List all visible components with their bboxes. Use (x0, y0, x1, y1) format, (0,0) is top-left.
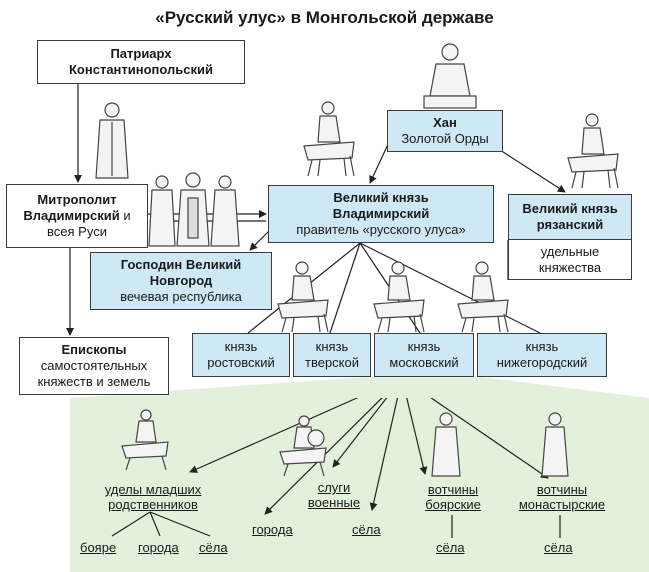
boyare-label: бояре (80, 540, 117, 555)
sela-label-4: сёла (544, 540, 573, 555)
udely-label: уделы младших родственников (104, 482, 202, 512)
grand-prince-vladimir-box: Великий князь Владимирский правитель «ру… (268, 185, 494, 243)
rider-rostov-icon (277, 261, 329, 333)
sela-label-2: сёла (352, 522, 381, 537)
metropolitan-box: Митрополит Владимирский и всея Руси (6, 184, 148, 248)
grand-prince-ryazan-box: Великий князь рязанский (508, 194, 632, 240)
rider-ryazan-icon (567, 113, 619, 189)
priest-figure-icon (95, 102, 129, 179)
khan-box: Хан Золотой Орды (387, 110, 503, 152)
votchiny-boyar-label: вотчины боярские (425, 482, 481, 512)
rider-udel-icon (121, 409, 169, 471)
diagram-title: «Русский улус» в Монгольской державе (155, 8, 494, 27)
goroda-label-2: города (252, 522, 293, 537)
bishops-box: Епископы самостоятельных княжеств и земе… (19, 337, 169, 395)
udel-box: удельные княжества (508, 240, 632, 280)
khan-figure-icon (423, 43, 477, 109)
rider-figure-icon (303, 101, 355, 177)
slugi-label: слуги военные (307, 480, 361, 510)
warrior-rider-icon (279, 415, 327, 477)
patriarch-box: Патриарх Константинопольский (37, 40, 245, 84)
prince-tver-box: князь тверской (293, 333, 371, 377)
rider-moscow-icon (373, 261, 425, 333)
boyar-figure-icon (431, 412, 461, 477)
goroda-label: города (138, 540, 179, 555)
novgorod-box: Господин Великий Новгород вечевая респуб… (90, 252, 272, 310)
sela-label-3: сёла (436, 540, 465, 555)
clergy-group-icon (148, 172, 240, 247)
sela-label-1: сёла (199, 540, 228, 555)
prince-rostov-box: князь ростовский (192, 333, 290, 377)
prince-moscow-box: князь московский (374, 333, 474, 377)
monk-figure-icon (541, 412, 569, 477)
prince-nizhny-box: князь нижегородский (477, 333, 607, 377)
rider-nizhny-icon (457, 261, 509, 333)
votchiny-monast-label: вотчины монастырские (518, 482, 606, 512)
